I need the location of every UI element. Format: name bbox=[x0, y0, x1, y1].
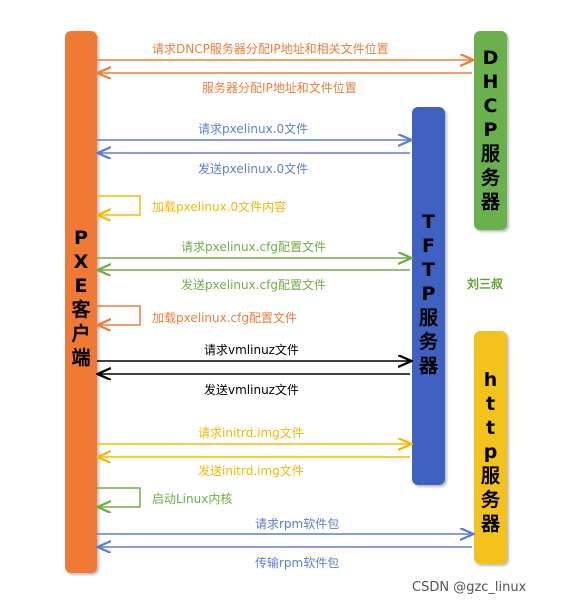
dhcp-server-bar bbox=[474, 31, 507, 230]
msg-pxelinux-send: 发送pxelinux.0文件 bbox=[198, 162, 309, 176]
msg-dhcp-reply: 服务器分配IP地址和文件位置 bbox=[202, 81, 357, 95]
arrow-cfg-load bbox=[97, 305, 141, 325]
msg-initrd-send: 发送initrd.img文件 bbox=[198, 464, 304, 478]
arrow-kernel-boot bbox=[97, 487, 141, 507]
pxe-client-bar bbox=[65, 31, 97, 573]
arrow-pxelinux-load bbox=[97, 195, 141, 215]
msg-cfg-send: 发送pxelinux.cfg配置文件 bbox=[181, 278, 326, 292]
http-server-bar bbox=[474, 331, 507, 564]
msg-kernel-boot: 启动Linux内核 bbox=[152, 492, 233, 506]
msg-dhcp-request: 请求DNCP服务器分配IP地址和相关文件位置 bbox=[152, 42, 389, 56]
msg-vmlinuz-send: 发送vmlinuz文件 bbox=[204, 383, 299, 397]
msg-cfg-request: 请求pxelinux.cfg配置文件 bbox=[181, 240, 326, 254]
msg-vmlinuz-request: 请求vmlinuz文件 bbox=[204, 343, 299, 357]
watermark: CSDN @gzc_linux bbox=[412, 580, 527, 595]
msg-pxelinux-request: 请求pxelinux.0文件 bbox=[198, 122, 309, 136]
msg-initrd-request: 请求initrd.img文件 bbox=[198, 426, 304, 440]
msg-rpm-transfer: 传输rpm软件包 bbox=[255, 556, 340, 570]
msg-pxelinux-load: 加载pxelinux.0文件内容 bbox=[152, 200, 287, 214]
author-label: 刘三叔 bbox=[467, 277, 504, 291]
msg-rpm-request: 请求rpm软件包 bbox=[255, 517, 340, 531]
tftp-server-bar bbox=[412, 107, 445, 485]
msg-cfg-load: 加载pxelinux.cfg配置文件 bbox=[152, 311, 297, 325]
